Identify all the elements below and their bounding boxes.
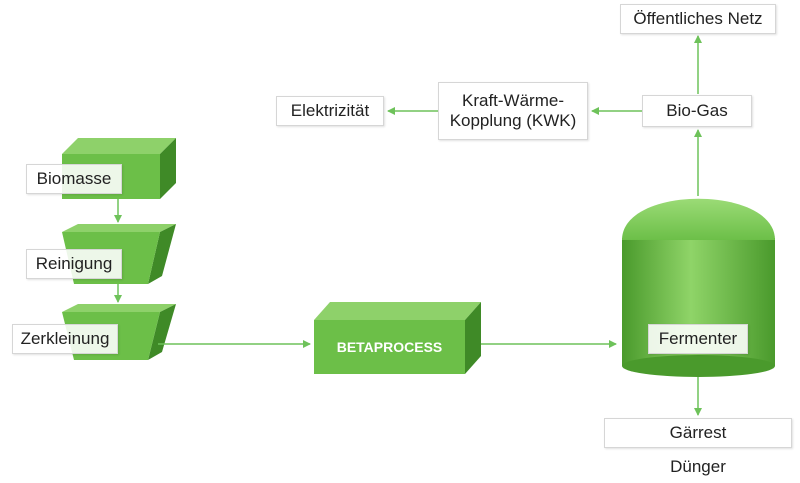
biogas-label: Bio-Gas: [642, 95, 752, 127]
biomasse-label: Biomasse: [26, 164, 122, 194]
gaerrest-label: Gärrest: [604, 418, 792, 448]
elektrizitaet-label: Elektrizität: [276, 96, 384, 126]
kwk-label: Kraft-Wärme- Kopplung (KWK): [438, 82, 588, 140]
reinigung-label: Reinigung: [26, 249, 122, 279]
betaprocess-label: BETAPROCESS: [336, 339, 443, 355]
zerkleinung-label: Zerkleinung: [12, 324, 118, 354]
betaprocess-block: [314, 302, 481, 374]
oeffentliches-netz-label: Öffentliches Netz: [620, 4, 776, 34]
fermenter-label: Fermenter: [648, 324, 748, 354]
duenger-label: Dünger: [670, 457, 726, 476]
